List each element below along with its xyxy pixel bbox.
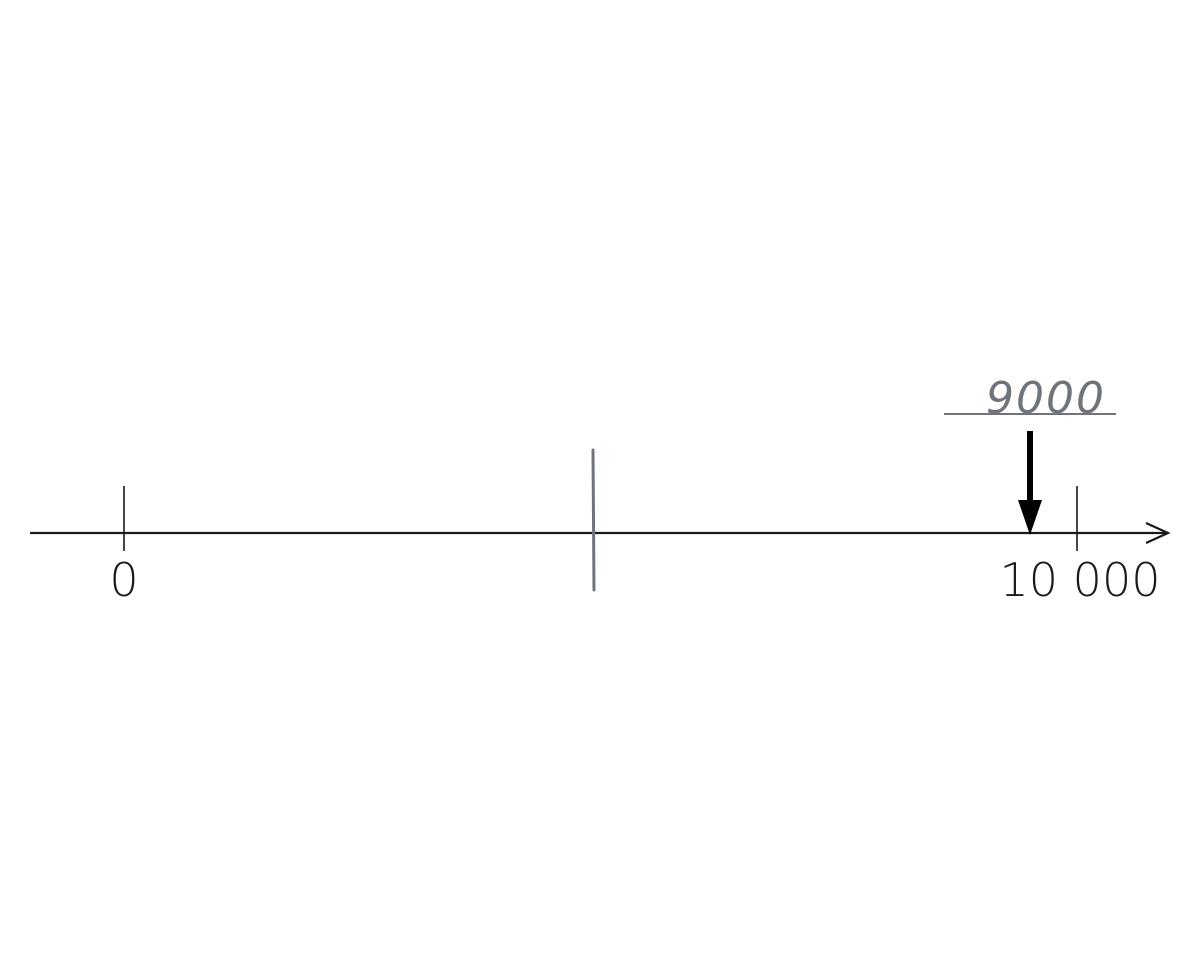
- label-zero: 0: [109, 553, 138, 607]
- pointer-arrow-icon: [1018, 431, 1042, 535]
- handwritten-answer: 9000: [986, 373, 1106, 424]
- midpoint-mark: [591, 448, 596, 592]
- axis-arrowhead-icon: [1145, 521, 1171, 545]
- label-ten-thousand: 10 000: [1000, 553, 1161, 607]
